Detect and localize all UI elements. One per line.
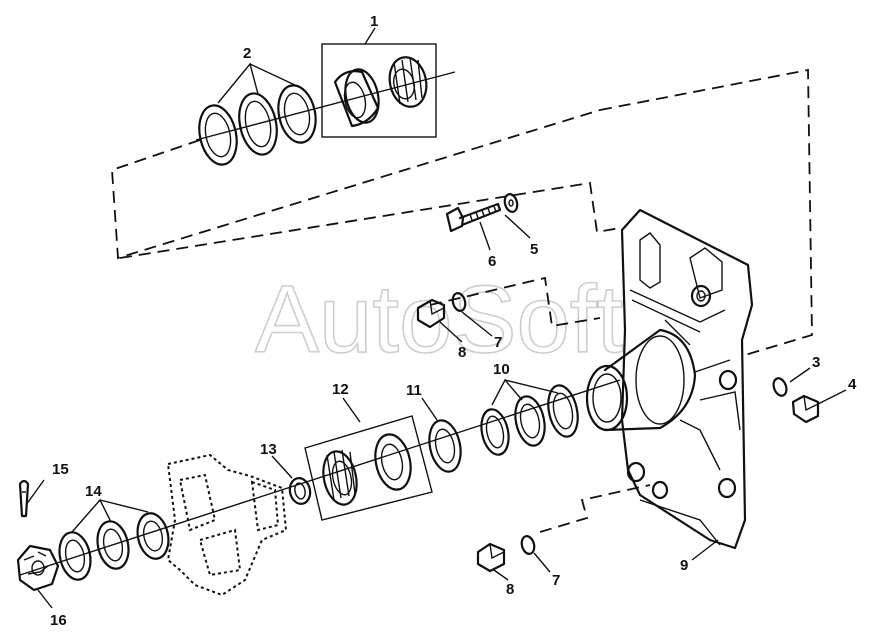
- part-1-bearing-set: [321, 43, 437, 138]
- dashed-guide-lines: [19, 68, 813, 576]
- callout-7-lower: 7: [552, 572, 560, 589]
- part-8-plug-upper: [416, 298, 446, 329]
- callout-14: 14: [85, 483, 102, 500]
- part-3-washer: [772, 377, 788, 397]
- callout-4: 4: [848, 376, 857, 393]
- part-16-castle-nut: [16, 544, 60, 592]
- callout-13: 13: [260, 441, 277, 458]
- yoke-flange-phantom: [166, 453, 288, 597]
- part-2-seal-rings: [198, 84, 317, 166]
- part-9-housing: [585, 208, 754, 550]
- part-4-plug: [791, 394, 820, 424]
- part-7-oring-upper: [451, 292, 467, 312]
- part-14-seals: [58, 512, 170, 581]
- callout-labels: 1 2 3 4 5 6 7 8 9 10 11 12 13 14 15 16 8…: [50, 13, 857, 629]
- part-12-bearing-set: [304, 415, 433, 521]
- part-15-cotter-pin: [18, 479, 30, 518]
- callout-8-upper: 8: [458, 344, 466, 361]
- part-13-spacer: [288, 477, 312, 505]
- part-8-plug-lower: [476, 542, 506, 573]
- callout-6: 6: [488, 253, 496, 270]
- callout-9: 9: [680, 557, 688, 574]
- callout-16: 16: [50, 612, 67, 629]
- part-10-seal-rings: [480, 384, 579, 456]
- callout-2: 2: [243, 45, 251, 62]
- callout-15: 15: [52, 461, 69, 478]
- callout-5: 5: [530, 241, 538, 258]
- part-5-washer: [503, 193, 519, 213]
- watermark-text: AutoSoft: [255, 266, 623, 373]
- callout-3: 3: [812, 354, 820, 371]
- callout-11: 11: [406, 382, 422, 399]
- callout-10: 10: [493, 361, 510, 378]
- callout-1: 1: [370, 13, 378, 30]
- part-11-seal: [428, 419, 462, 473]
- part-7-oring-lower: [520, 535, 536, 555]
- leader-lines: [25, 27, 847, 609]
- callout-8-lower: 8: [506, 581, 514, 598]
- callout-7-upper: 7: [494, 334, 502, 351]
- part-6-bolt: [445, 202, 502, 233]
- callout-12: 12: [332, 381, 349, 398]
